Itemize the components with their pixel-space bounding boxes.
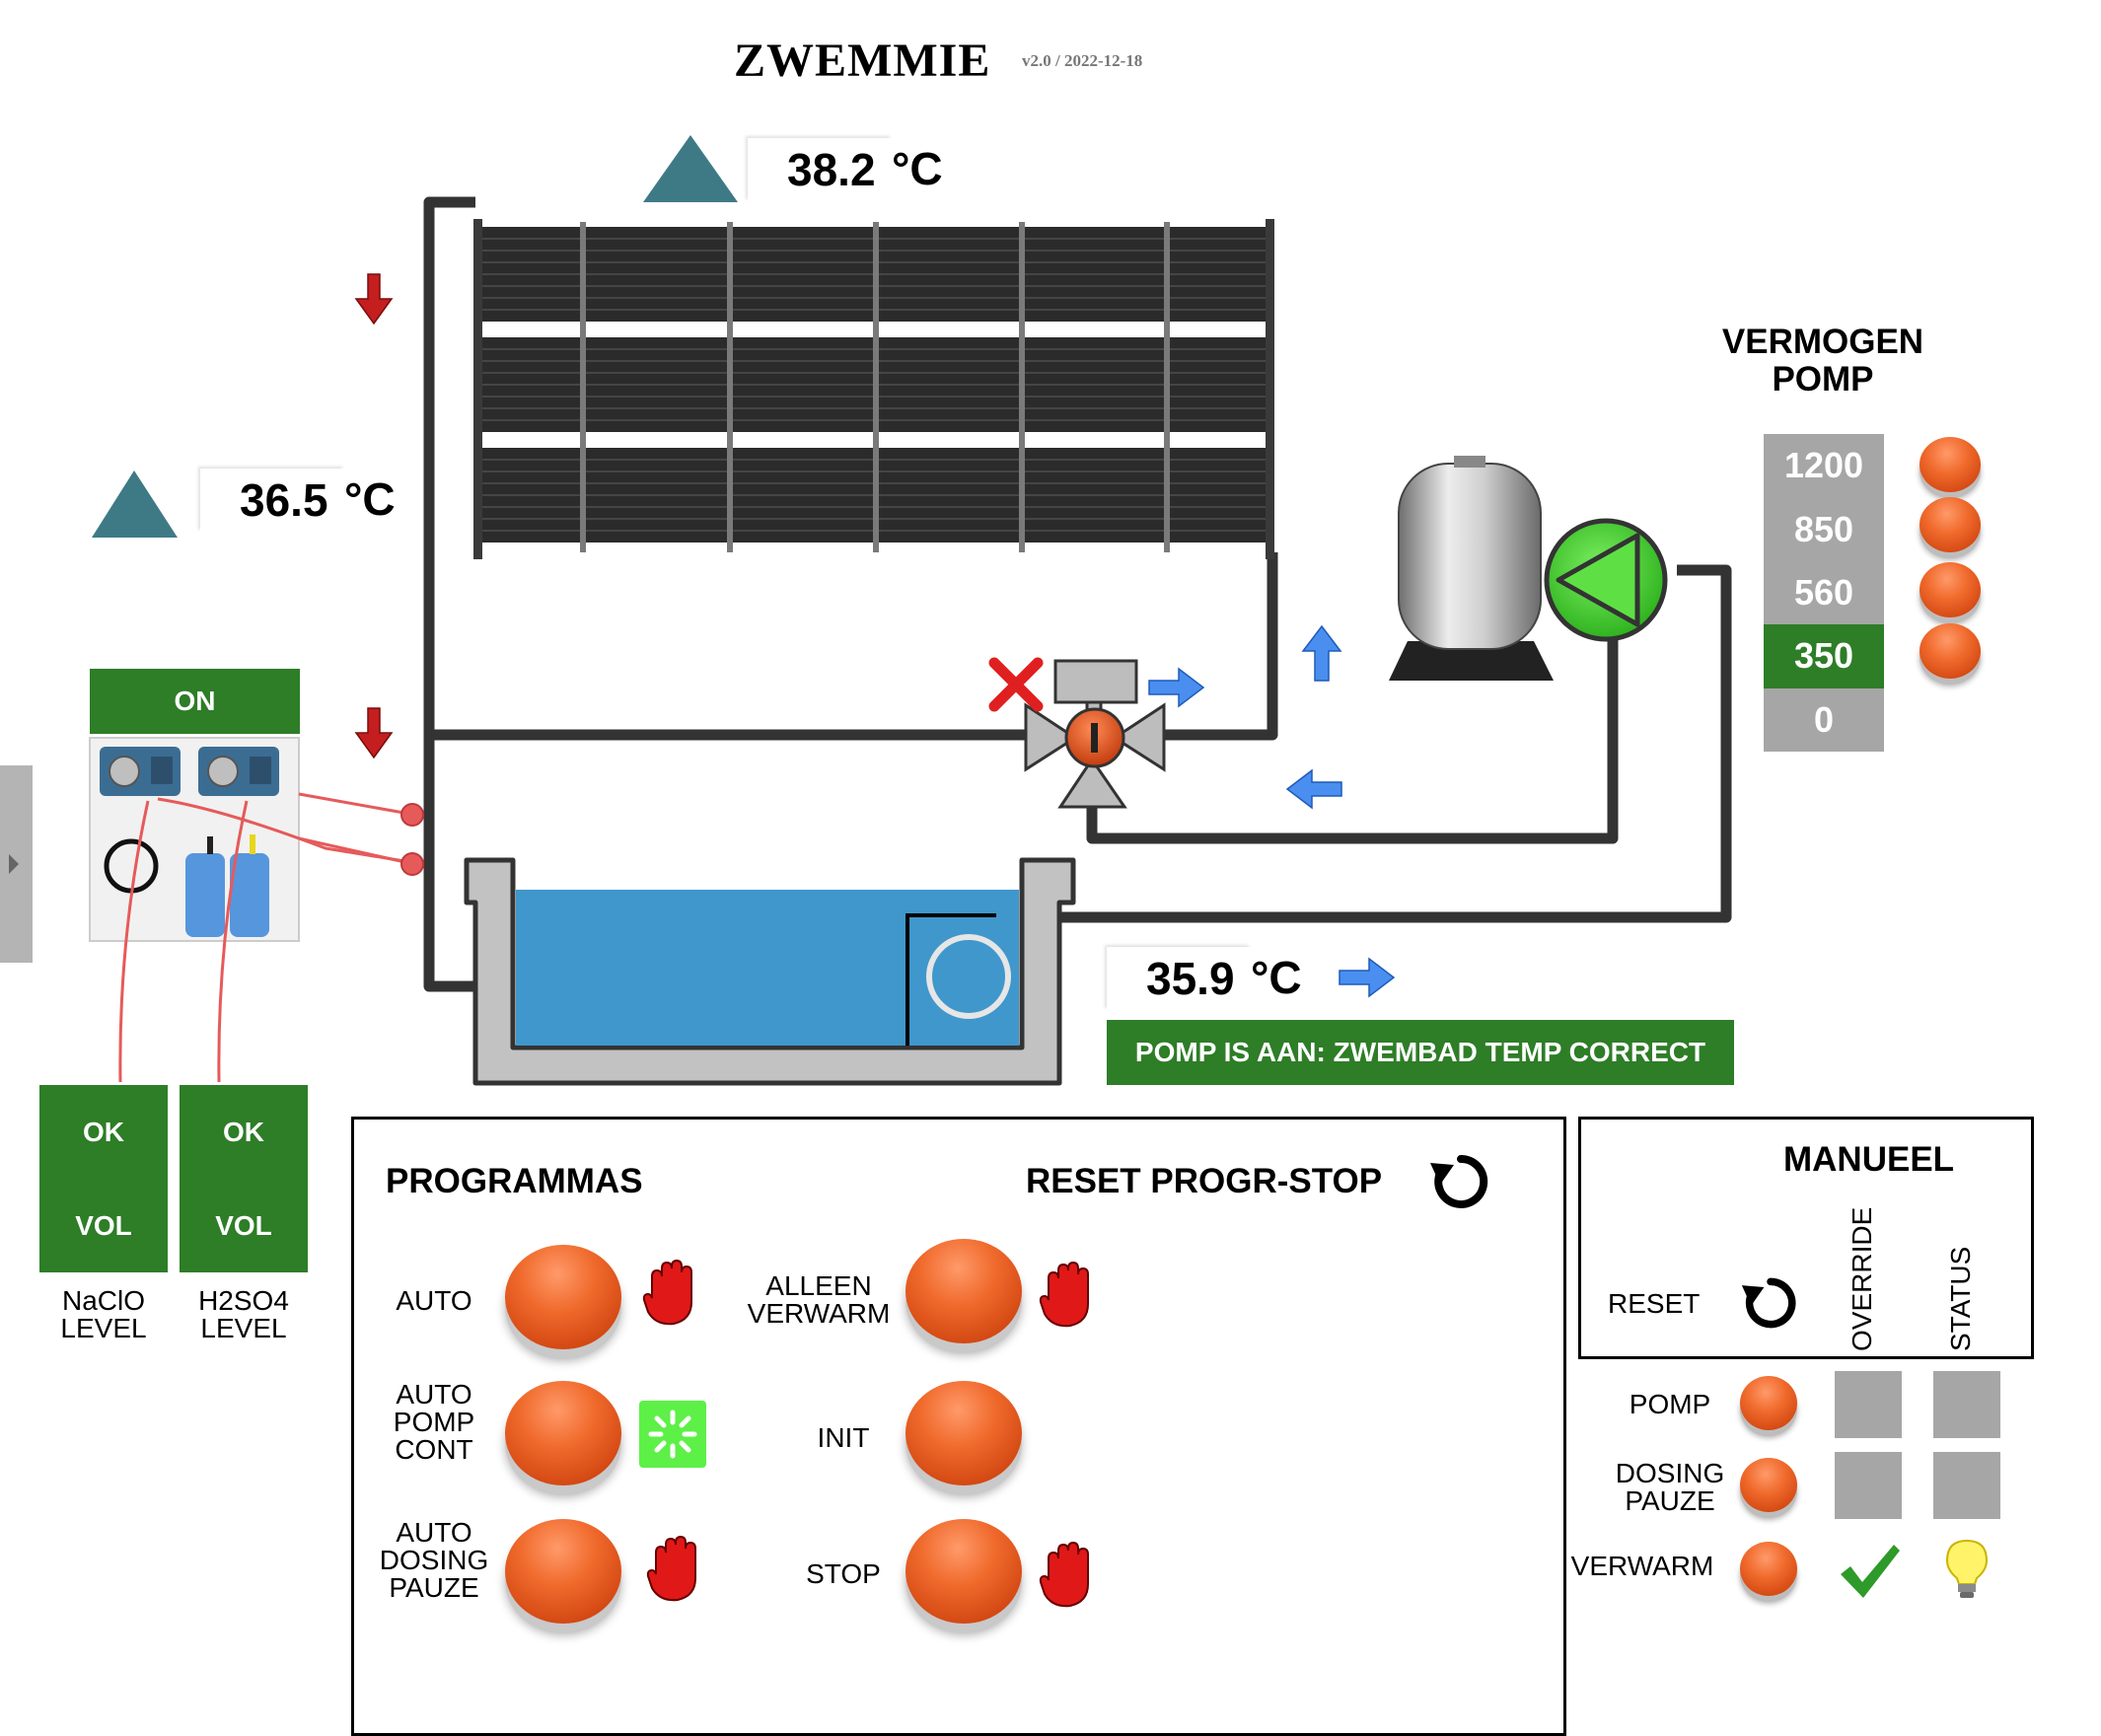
sensor-dot [400, 803, 424, 827]
manueel-pomp-label: POMP [1629, 1389, 1711, 1419]
pipes [423, 196, 1732, 992]
program-auto-dosing-pauze-button[interactable] [505, 1519, 621, 1624]
pump-power-level-850: 850 [1764, 497, 1884, 561]
hand-stop-icon [1039, 1261, 1089, 1328]
checkmark-icon [1841, 1545, 1900, 1598]
manueel-title: MANUEEL [1783, 1140, 1955, 1179]
pump-power-1200-button[interactable] [1920, 437, 1981, 492]
pump-power-350-button[interactable] [1920, 623, 1981, 679]
lightbulb-icon [1945, 1539, 1989, 1598]
reset-progr-stop-icon[interactable] [1428, 1149, 1493, 1214]
hand-stop-icon [646, 1535, 696, 1602]
sensor-wires [118, 792, 410, 1083]
program-stop-button[interactable] [906, 1519, 1022, 1624]
pump-power-level-0: 0 [1764, 687, 1884, 753]
sensor-dot [400, 852, 424, 876]
status-column-header: STATUS [1945, 1246, 1976, 1351]
programmas-title: PROGRAMMAS [386, 1162, 643, 1200]
running-spinner-icon [639, 1401, 706, 1468]
flow-down-arrow-icon [354, 273, 394, 326]
reset-progr-stop-label: RESET PROGR-STOP [1026, 1162, 1383, 1200]
override-column-header: OVERRIDE [1847, 1206, 1877, 1351]
h2so4-status: OK [223, 1116, 264, 1147]
status-message: POMP IS AAN: ZWEMBAD TEMP CORRECT [1107, 1020, 1734, 1085]
manueel-verwarm-button[interactable] [1740, 1542, 1797, 1596]
swimming-pool [464, 857, 1076, 1086]
manueel-reset-icon[interactable] [1740, 1272, 1801, 1334]
program-auto-dosing-pauze-label: AUTO DOSING PAUZE [379, 1517, 489, 1603]
manueel-verwarm-label: VERWARM [1570, 1551, 1714, 1581]
solar-collector [473, 219, 1274, 559]
dosing-pauze-status-indicator [1933, 1452, 2000, 1519]
three-way-valve [1024, 659, 1166, 809]
hand-stop-icon [1039, 1541, 1089, 1608]
pump-power-560-button[interactable] [1920, 562, 1981, 617]
solar-in-triangle-icon [92, 470, 178, 538]
pump-power-title: VERMOGEN POMP [1721, 323, 1924, 398]
flow-up-arrow-icon [1301, 624, 1342, 682]
dosing-status-badge: ON [90, 669, 300, 734]
naclo-level-state: VOL [75, 1209, 132, 1241]
program-auto-pomp-cont-button[interactable] [505, 1381, 621, 1485]
pomp-status-indicator [1933, 1371, 2000, 1438]
naclo-level-indicator: OK VOL [39, 1085, 168, 1272]
pool-temp-unit: °C [1251, 952, 1302, 1003]
program-alleen-verwarm-button[interactable] [906, 1239, 1022, 1343]
program-init-label: INIT [817, 1422, 870, 1453]
app-version: v2.0 / 2022-12-18 [1022, 51, 1143, 70]
flow-right-arrow-icon [1339, 957, 1396, 998]
program-auto-pomp-cont-label: AUTO POMP CONT [393, 1379, 475, 1465]
manueel-panel [1578, 1117, 2034, 1359]
naclo-status: OK [83, 1116, 124, 1147]
solar-in-temp-unit: °C [344, 473, 396, 525]
manueel-reset-label: RESET [1608, 1288, 1701, 1319]
manueel-pomp-button[interactable] [1740, 1376, 1797, 1430]
h2so4-level-state: VOL [215, 1209, 272, 1241]
pump-icon [1544, 518, 1668, 642]
solar-in-temp-value: 36.5 [240, 474, 328, 526]
program-auto-label: AUTO [396, 1285, 472, 1316]
program-init-button[interactable] [906, 1381, 1022, 1485]
pump-power-level-560: 560 [1764, 560, 1884, 625]
manueel-dosing-pauze-button[interactable] [1740, 1458, 1797, 1512]
pomp-override-indicator [1835, 1371, 1902, 1438]
app-title: ZWEMMIE [734, 35, 991, 87]
naclo-level-label: NaClO LEVEL [60, 1285, 147, 1343]
solar-out-temp: 38.2 [748, 138, 892, 201]
chevron-right-icon [9, 854, 19, 874]
program-auto-button[interactable] [505, 1245, 621, 1349]
solar-out-triangle-icon [643, 135, 738, 202]
flow-right-arrow-icon [1148, 667, 1205, 708]
solar-in-temp: 36.5 [200, 469, 344, 532]
flow-down-arrow-icon [354, 707, 394, 760]
h2so4-level-indicator: OK VOL [180, 1085, 308, 1272]
dosing-pauze-override-indicator [1835, 1452, 1902, 1519]
dosing-unit-image [89, 737, 300, 942]
valve-closed-cross-icon [988, 657, 1044, 712]
pool-temp-value: 35.9 [1146, 953, 1235, 1004]
pump-power-level-350: 350 [1764, 624, 1884, 688]
h2so4-level-label: H2SO4 LEVEL [198, 1285, 289, 1343]
pool-temp: 35.9 [1107, 947, 1251, 1010]
sand-filter-tank [1389, 456, 1554, 681]
solar-out-temp-unit: °C [892, 143, 943, 194]
flow-left-arrow-icon [1285, 768, 1342, 810]
program-alleen-verwarm-label: ALLEEN VERWARM [747, 1270, 891, 1329]
manueel-dosing-pauze-label: DOSING PAUZE [1615, 1458, 1725, 1516]
hand-stop-icon [642, 1259, 692, 1326]
program-stop-label: STOP [806, 1558, 881, 1589]
solar-out-temp-value: 38.2 [787, 144, 876, 195]
pump-power-levels: 1200 850 560 350 0 [1764, 434, 1884, 753]
pump-power-level-1200: 1200 [1764, 434, 1884, 498]
pump-power-850-button[interactable] [1920, 497, 1981, 552]
